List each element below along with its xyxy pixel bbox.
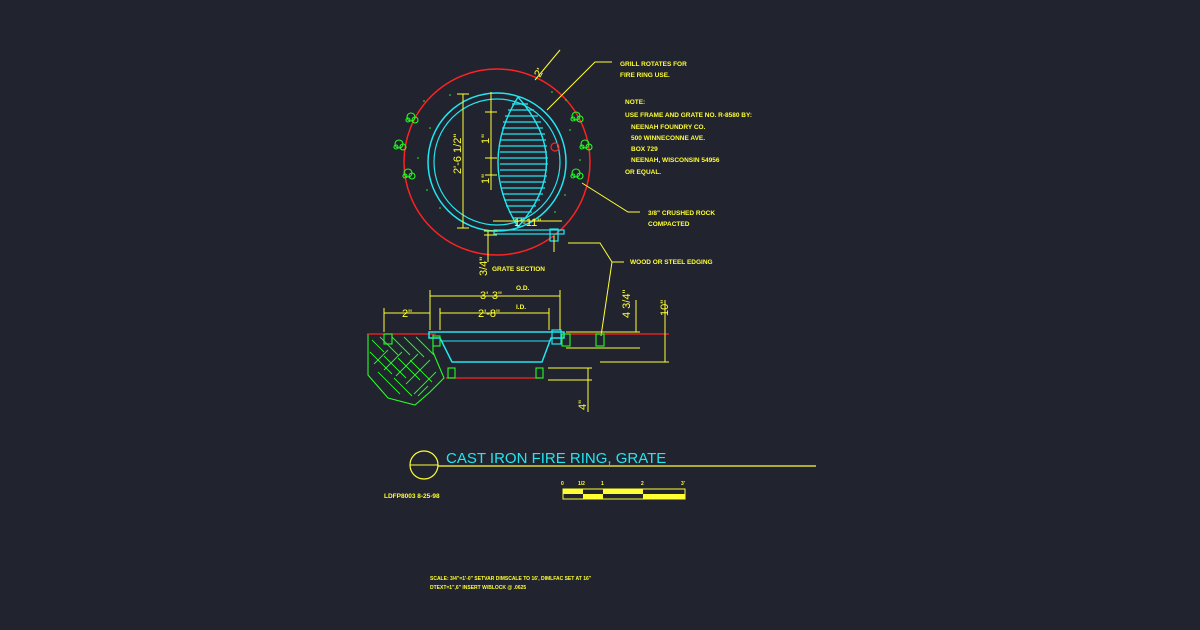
dim-grate-length: 1'-11" [514, 217, 541, 229]
footer-line-2: DTEXT=1",6" INSERT W/BLOCK @ .0625 [430, 585, 526, 591]
edging-blocks [383, 333, 605, 379]
note-line-2: NEENAH FOUNDRY CO. [631, 124, 706, 131]
gravel-dots [417, 91, 581, 213]
dim-od: 3'-3" [480, 290, 502, 302]
note-heading: NOTE: [625, 99, 645, 106]
scale-label-3: 2 [641, 481, 644, 487]
grill-callout-line1: GRILL ROTATES FOR [620, 61, 687, 68]
dim-id: 2'-8" [478, 308, 500, 320]
grade-lines [368, 333, 669, 379]
drawing-title: CAST IRON FIRE RING, GRATE [446, 450, 666, 467]
grate-bars [500, 103, 548, 219]
dim-grate-diameter: 2'-6 1/2" [452, 134, 464, 174]
note-line-5: NEENAH, WISCONSIN 54956 [631, 157, 720, 164]
plant-icon [402, 168, 416, 180]
dim-id-label: I.D. [516, 304, 526, 311]
footer-line-1: SCALE: 3/4"=1'-0" SETVAR DIMSCALE TO 16'… [430, 576, 592, 582]
soil-hatch-lines [369, 336, 437, 397]
title-block: CAST IRON FIRE RING, GRATE LDFP8003 8-25… [384, 450, 816, 500]
dim-bar-1: 1" [480, 134, 492, 144]
dim-bar-2: 1" [480, 174, 492, 184]
plant-symbols [393, 111, 593, 180]
grate-section [484, 220, 565, 262]
grill-callout-line2: FIRE RING USE. [620, 72, 670, 79]
note-line-6: OR EQUAL. [625, 169, 661, 176]
scale-label-4: 3' [681, 481, 685, 487]
plan-view [393, 49, 640, 337]
leader-lines [546, 61, 640, 337]
callout-text: GRILL ROTATES FOR FIRE RING USE. NOTE: U… [492, 61, 752, 273]
dim-grate-thickness: 3/4" [478, 257, 490, 276]
plant-icon [570, 168, 584, 180]
rock-callout-line2: COMPACTED [648, 221, 690, 228]
drawing-code: LDFP8003 8-25-98 [384, 493, 440, 500]
note-line-1: USE FRAME AND GRATE NO. R-8580 BY: [625, 112, 752, 119]
section-dimension-lines [383, 290, 669, 412]
rock-callout-line1: 3/8" CRUSHED ROCK [648, 210, 715, 217]
dim-base: 4" [577, 400, 589, 410]
scale-bar: 0 1/2 1 2 3' [561, 481, 686, 500]
plant-icon [405, 112, 419, 124]
note-line-3: 500 WINNECONNE AVE. [631, 135, 705, 142]
fire-ring-bowl [428, 331, 565, 363]
plan-dimension-lines [457, 49, 561, 229]
ring-inner-circle [433, 98, 561, 226]
plant-icon [570, 111, 584, 123]
plant-icon [393, 139, 407, 151]
edging-callout: WOOD OR STEEL EDGING [630, 259, 713, 266]
scale-label-1: 1/2 [578, 481, 585, 487]
grate-pivot [550, 142, 560, 152]
dim-edge-offset: 2" [402, 308, 412, 320]
dimension-text: 2' 2'-6 1/2" 1" 1" 1'-11" 3/4" 3'-3" O.D… [402, 66, 671, 410]
dim-depth: 10" [659, 300, 671, 316]
grate-section-label: GRATE SECTION [492, 266, 545, 273]
dim-rim-height: 4 3/4" [621, 290, 633, 318]
dim-od-label: O.D. [516, 285, 530, 292]
grate-outline [497, 95, 548, 229]
grate-in-section [551, 329, 562, 345]
section-view [367, 290, 669, 412]
outer-boundary-circle [403, 68, 591, 256]
plant-icon [579, 139, 593, 151]
ring-outer-circle [427, 92, 567, 232]
scale-label-2: 1 [601, 481, 604, 487]
footer-notes: SCALE: 3/4"=1'-0" SETVAR DIMSCALE TO 16'… [430, 576, 592, 591]
scale-label-0: 0 [561, 481, 564, 487]
note-line-4: BOX 729 [631, 146, 658, 153]
